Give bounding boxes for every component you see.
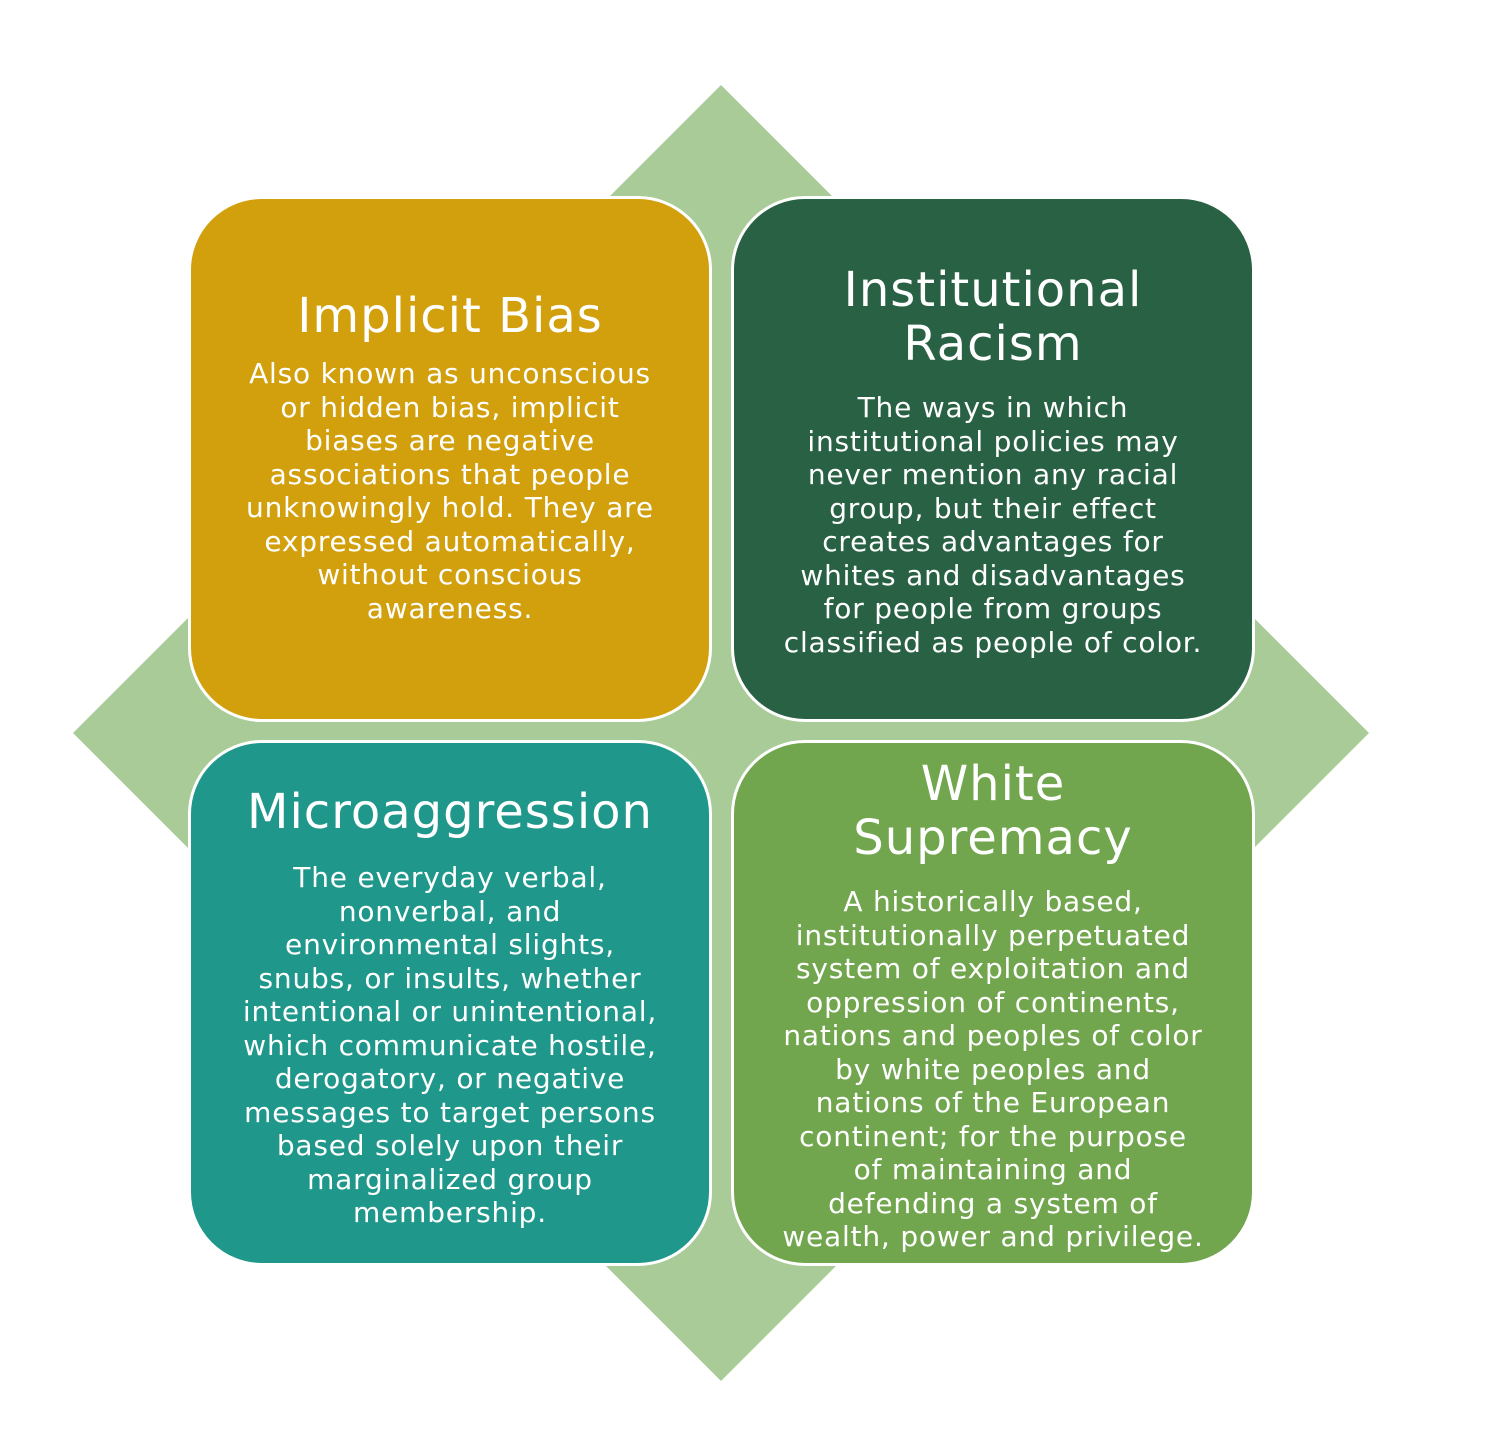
- microaggression-description: The everyday verbal, nonverbal, and envi…: [242, 861, 658, 1229]
- institutional-racism-description: The ways in which institutional policies…: [783, 391, 1203, 659]
- white-supremacy-card: White Supremacy A historically based, in…: [731, 740, 1255, 1266]
- microaggression-title: Microaggression: [247, 784, 653, 840]
- institutional-racism-title: Institutional Racism: [843, 262, 1143, 372]
- white-supremacy-title: White Supremacy: [853, 756, 1133, 866]
- white-supremacy-description: A historically based, institutionally pe…: [782, 885, 1204, 1253]
- implicit-bias-card: Implicit Bias Also known as unconscious …: [188, 196, 712, 722]
- implicit-bias-title: Implicit Bias: [297, 288, 603, 344]
- institutional-racism-card: Institutional Racism The ways in which i…: [731, 196, 1255, 722]
- microaggression-card: Microaggression The everyday verbal, non…: [188, 740, 712, 1266]
- implicit-bias-description: Also known as unconscious or hidden bias…: [246, 357, 654, 625]
